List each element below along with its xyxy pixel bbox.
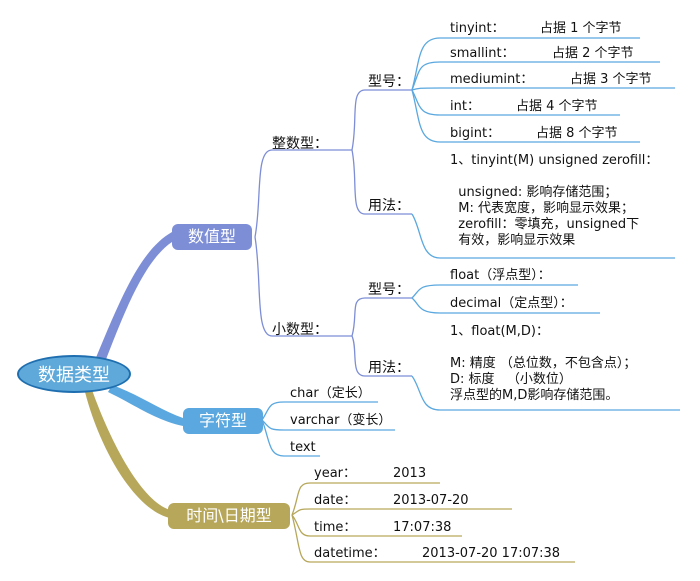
tinyint-size: 占据 1 个字节 xyxy=(540,21,622,36)
bigint-line xyxy=(411,89,640,143)
year-name: year： xyxy=(314,466,357,481)
int-name: int： xyxy=(450,99,480,114)
decimal-usage-line xyxy=(411,375,680,411)
time-name: time： xyxy=(314,520,357,535)
datetime-example: 2013-07-20 17:07:38 xyxy=(422,546,561,561)
decimal-to-models-line xyxy=(351,297,412,337)
date-example: 2013-07-20 xyxy=(393,493,469,508)
text-type[interactable]: text xyxy=(290,440,316,455)
float-type: float（浮点型）： xyxy=(450,268,551,283)
numeric-node[interactable]: 数值型 xyxy=(172,224,252,250)
text-line xyxy=(261,419,320,457)
decimal-usage-text: 1、float(M,D)： M: 精度 （总位数，不包含点）； D: 标度 （小… xyxy=(450,324,637,403)
integer-usage-line xyxy=(411,213,675,259)
string-lines xyxy=(261,401,395,457)
varchar-type[interactable]: varchar（变长） xyxy=(290,413,392,428)
date-line xyxy=(291,508,512,516)
integer-usage-text: 1、tinyint(M) unsigned zerofill： unsigned… xyxy=(450,153,659,248)
tinyint-name: tinyint： xyxy=(450,21,505,36)
bigint-size: 占据 8 个字节 xyxy=(536,126,618,141)
time-example: 17:07:38 xyxy=(393,520,452,535)
integer-usage-node[interactable]: 用法： xyxy=(368,198,410,214)
numeric-to-integer-line xyxy=(254,149,352,238)
root-to-string-branch xyxy=(108,385,183,426)
char-line xyxy=(261,401,378,421)
string-node[interactable]: 字符型 xyxy=(183,408,263,434)
numeric-lines xyxy=(254,89,412,377)
integer-to-models-line xyxy=(351,89,412,151)
model-leaf-lines xyxy=(411,37,680,411)
decimal-node[interactable]: 小数型： xyxy=(272,322,328,338)
decimal-to-usage-line xyxy=(351,335,412,377)
integer-node[interactable]: 整数型： xyxy=(272,136,328,152)
integer-to-usage-line xyxy=(351,149,412,215)
mediumint-line xyxy=(411,87,675,91)
float-line xyxy=(411,284,578,299)
smallint-size: 占据 2 个字节 xyxy=(552,46,634,61)
time-node[interactable]: 时间\日期型 xyxy=(168,503,290,529)
decimal-type-line xyxy=(411,297,600,314)
int-line xyxy=(411,89,620,116)
year-line xyxy=(291,482,440,516)
smallint-line xyxy=(411,61,660,91)
root-node[interactable]: 数据类型 xyxy=(17,355,131,393)
integer-models-node[interactable]: 型号： xyxy=(368,74,410,90)
datetime-line xyxy=(291,514,575,563)
numeric-to-decimal-line xyxy=(254,236,352,337)
date-name: date： xyxy=(314,493,357,508)
root-to-time-branch xyxy=(85,390,170,518)
root-to-numeric-branch xyxy=(95,232,172,362)
time-lines xyxy=(291,482,575,563)
bigint-name: bigint： xyxy=(450,126,501,141)
smallint-name: smallint： xyxy=(450,46,515,61)
year-example: 2013 xyxy=(393,466,427,481)
char-type[interactable]: char（定长） xyxy=(290,386,371,401)
decimal-models-node[interactable]: 型号： xyxy=(368,282,410,298)
mediumint-name: mediumint： xyxy=(450,72,534,87)
mediumint-size: 占据 3 个字节 xyxy=(570,72,652,87)
decimal-usage-node[interactable]: 用法： xyxy=(368,360,410,376)
tinyint-line xyxy=(411,37,640,91)
decimal-type: decimal（定点型）： xyxy=(450,296,573,311)
varchar-line xyxy=(261,419,395,431)
int-size: 占据 4 个字节 xyxy=(516,99,598,114)
datetime-name: datetime： xyxy=(314,546,386,561)
time-line xyxy=(291,514,462,537)
